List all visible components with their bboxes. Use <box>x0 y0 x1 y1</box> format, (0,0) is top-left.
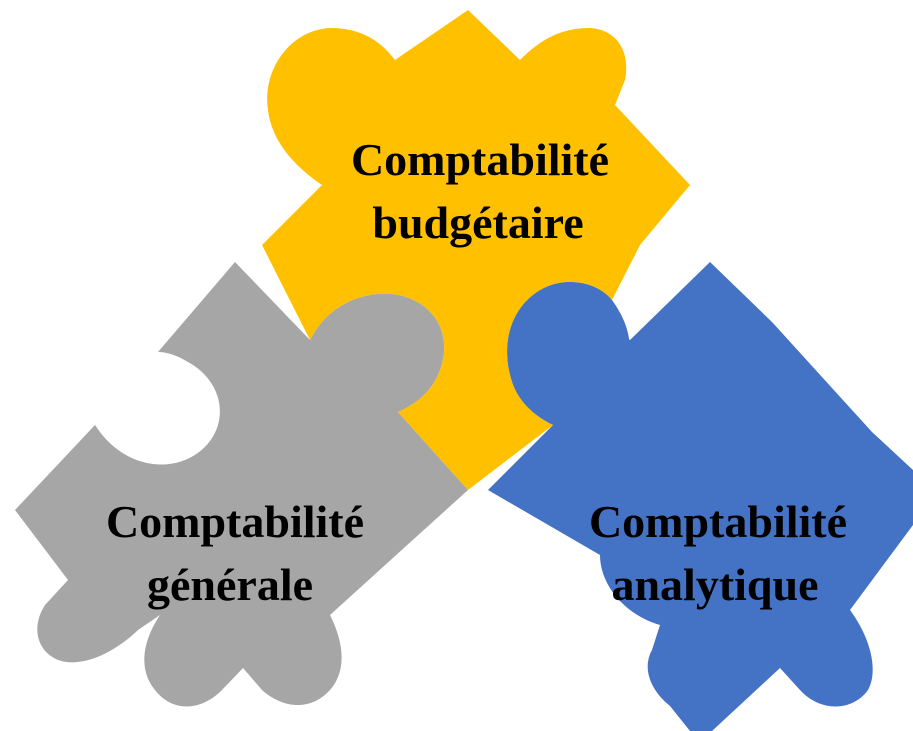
label-analytique-line2: analytique <box>611 559 818 610</box>
puzzle-shape-budgetaire <box>262 10 690 490</box>
label-generale-line1: Comptabilité <box>106 496 364 547</box>
label-budgetaire-line2: budgétaire <box>372 197 583 248</box>
puzzle-shape-analytique <box>488 262 913 731</box>
label-budgetaire-line1: Comptabilité <box>351 134 609 185</box>
puzzle-piece-generale: Comptabilité générale <box>15 262 468 707</box>
puzzle-piece-budgetaire: Comptabilité budgétaire <box>262 10 690 490</box>
label-analytique-line1: Comptabilité <box>589 496 847 547</box>
label-generale-line2: générale <box>147 559 313 610</box>
puzzle-shape-generale <box>15 262 468 707</box>
puzzle-piece-analytique: Comptabilité analytique <box>488 262 913 731</box>
